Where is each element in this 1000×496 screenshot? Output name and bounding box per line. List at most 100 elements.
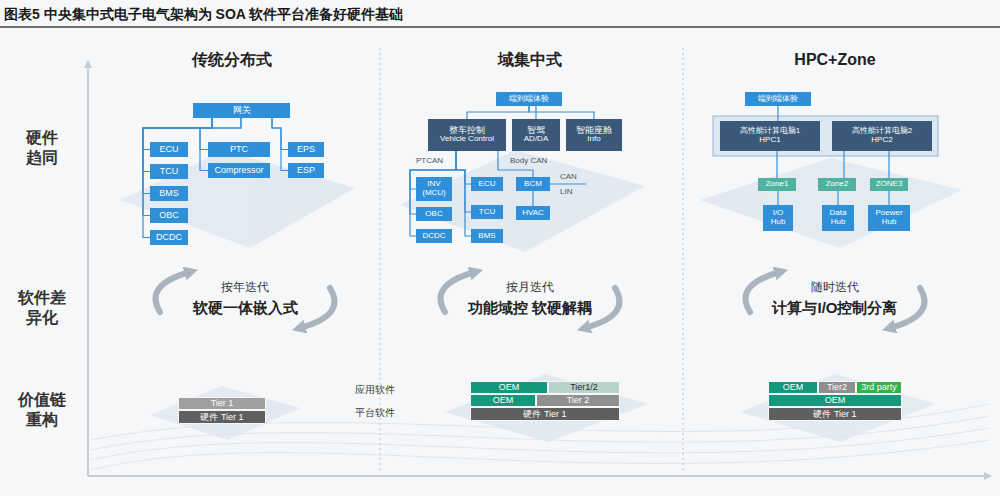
- ecu-box: 高性能计算电脑2HPC2: [832, 121, 932, 151]
- connector: [410, 151, 456, 236]
- bus-wire: [550, 183, 586, 184]
- connector: [837, 191, 838, 205]
- label-bus: Body CAN: [510, 156, 547, 166]
- node-text: Zone1: [766, 180, 789, 189]
- node-text: Tier1/2: [570, 382, 598, 392]
- ecu-box: BMS: [150, 186, 188, 201]
- ecu-box: TCU: [150, 164, 188, 179]
- connector: [456, 151, 471, 236]
- label-head: HPC+Zone: [794, 50, 875, 69]
- node-text: DCDC: [156, 232, 182, 242]
- connector: [410, 151, 456, 214]
- node-text: Poewer Hub: [870, 209, 908, 227]
- connector: [143, 118, 212, 238]
- node-text: OEM: [493, 395, 514, 405]
- ecu-box: ECU: [471, 177, 503, 191]
- x-axis: [88, 475, 988, 477]
- value-chain-cell: Tier1/2: [548, 381, 620, 394]
- node-text: 智能座舱: [576, 126, 612, 136]
- ecu-box: 智能座舱Info: [566, 119, 622, 151]
- ecu-box: ESP: [288, 163, 324, 178]
- connector: [532, 191, 533, 206]
- label-bus: CAN: [560, 172, 577, 182]
- column-divider: [683, 48, 684, 470]
- ecu-box: PTC: [208, 142, 270, 157]
- value-chain-cell: 硬件 Tier 1: [178, 410, 266, 424]
- node-text: ESP: [297, 165, 315, 175]
- node-text: 整车控制: [449, 126, 485, 136]
- ecu-box: 高性能计算电脑1HPC1: [720, 121, 820, 151]
- node-text: Data Hub: [824, 209, 852, 227]
- ecu-box: TCU: [471, 205, 503, 219]
- value-chain-cell: OEM: [768, 394, 902, 407]
- node-text: BMS: [478, 232, 495, 241]
- ecu-box: Zone1: [758, 178, 796, 191]
- connector: [272, 118, 288, 171]
- node-text: OEM: [825, 395, 846, 405]
- label-iter: 按年迭代: [221, 280, 269, 294]
- node-text: 硬件 Tier 1: [200, 412, 243, 422]
- connector: [888, 191, 889, 205]
- node-text: 高性能计算电脑2: [852, 127, 912, 136]
- node-text: 3rd party: [861, 382, 897, 392]
- node-text: 网关: [233, 105, 251, 115]
- title-rule: [0, 26, 1000, 28]
- node-text: AD/DA: [524, 135, 548, 144]
- hpc-panel: [713, 116, 938, 156]
- node-text: Tier2: [827, 382, 847, 392]
- label-bus: LIN: [560, 187, 572, 197]
- label-row: 软件差异化: [17, 288, 67, 328]
- value-chain-cell: Tier2: [818, 381, 856, 394]
- ecu-box: HVAC: [516, 206, 550, 220]
- ecu-box: 端到端体验: [496, 92, 562, 106]
- label-sw: 应用软件: [355, 384, 395, 396]
- label-bus: PTCAN: [416, 156, 443, 166]
- figure-title: 图表5 中央集中式电子电气架构为 SOA 软件平台准备好硬件基础: [4, 6, 403, 23]
- cycle-arrow: [155, 272, 924, 328]
- node-text: Tier 1: [211, 398, 234, 408]
- node-text: HVAC: [522, 209, 544, 218]
- node-text: OBC: [425, 210, 442, 219]
- node-text: 硬件 Tier 1: [813, 409, 856, 419]
- node-text: INV (MCU): [418, 180, 450, 198]
- connector: [143, 118, 212, 194]
- ecu-box: Zone2: [818, 178, 856, 191]
- node-text: Compressor: [214, 165, 263, 175]
- connector: [776, 151, 777, 178]
- node-text: 端到端体验: [509, 95, 549, 104]
- ecu-box: DCDC: [150, 230, 188, 245]
- connector: [888, 151, 889, 178]
- value-chain-cell: Tier 2: [536, 394, 620, 407]
- node-text: HPC1: [759, 136, 780, 145]
- node-text: Info: [587, 135, 600, 144]
- label-row: 硬件趋同: [25, 128, 59, 168]
- label-sw: 平台软件: [355, 407, 395, 419]
- node-text: ECU: [159, 144, 178, 154]
- node-text: BMS: [159, 188, 179, 198]
- node-text: EPS: [297, 144, 315, 154]
- ecu-box: OBC: [150, 208, 188, 223]
- node-text: PTC: [230, 144, 248, 154]
- node-text: BCM: [524, 180, 542, 189]
- ecu-box: ECU: [150, 142, 188, 157]
- node-text: Vehicle Control: [440, 135, 494, 144]
- label-iter: 按月迭代: [506, 280, 554, 294]
- value-chain-cell: 硬件 Tier 1: [768, 407, 902, 421]
- node-text: OEM: [783, 382, 804, 392]
- node-text: ZONE3: [876, 180, 903, 189]
- node-text: I/O Hub: [765, 209, 791, 227]
- node-text: HPC2: [871, 136, 892, 145]
- connector: [143, 118, 212, 216]
- connector: [777, 191, 778, 205]
- platform: [120, 150, 962, 442]
- ecu-box: DCDC: [416, 229, 452, 243]
- label-row: 价值链重构: [17, 390, 67, 430]
- value-chain-cell: Tier 1: [178, 397, 266, 410]
- connector: [467, 106, 529, 119]
- connector: [777, 106, 778, 121]
- node-text: Tier 2: [567, 395, 590, 405]
- connector: [272, 118, 288, 150]
- connector: [843, 151, 844, 178]
- ecu-box: 端到端体验: [745, 92, 811, 106]
